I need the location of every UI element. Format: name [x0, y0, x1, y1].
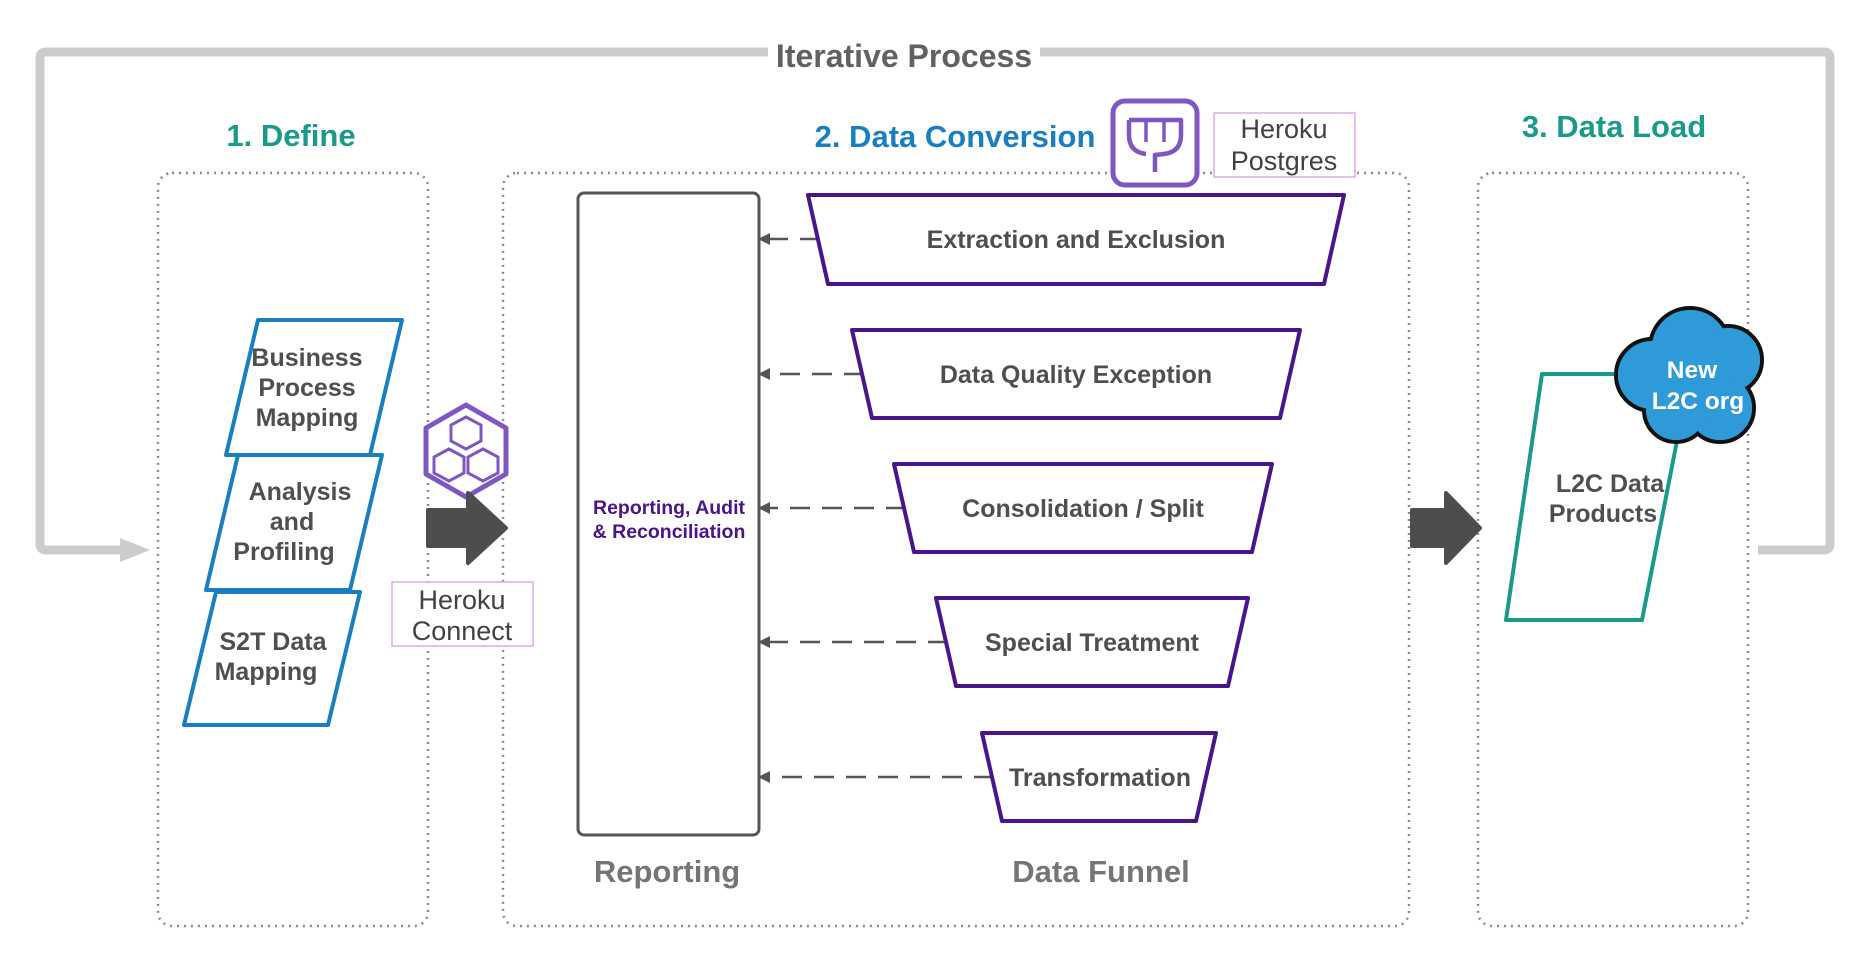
funnel-step: Data Quality Exception: [758, 328, 1302, 420]
load-container: [1476, 171, 1750, 928]
loop-title: Iterative Process: [776, 38, 1032, 74]
heroku-connect-badge: Heroku Connect: [391, 581, 534, 647]
l2c-product-label: Products: [1549, 500, 1657, 528]
l2c-data-products: L2C Data Products: [1504, 372, 1692, 622]
conversion-heading: 2. Data Conversion: [815, 119, 1096, 154]
funnel-step-label: Special Treatment: [985, 629, 1200, 657]
reporting-label: Reporting: [594, 854, 740, 889]
define-heading: 1. Define: [226, 118, 355, 153]
funnel-step-label: Data Quality Exception: [940, 361, 1212, 389]
define-to-conversion-arrow: [426, 491, 508, 565]
funnel-step: Special Treatment: [758, 596, 1250, 688]
cloud-icon: [1614, 306, 1764, 444]
define-item-label: Mapping: [256, 404, 359, 432]
loop-title-bg: [768, 30, 1040, 74]
l2c-product-label: L2C Data: [1556, 470, 1665, 498]
define-item-label: Mapping: [215, 658, 318, 686]
funnel-step-label: Transformation: [1009, 764, 1191, 792]
define-item-label: Analysis: [249, 478, 352, 506]
define-item-label: and: [270, 508, 314, 536]
funnel-step-label: Extraction and Exclusion: [927, 226, 1226, 254]
define-container: [156, 171, 430, 928]
cloud-label: L2C org: [1652, 388, 1745, 415]
funnel-step: Transformation: [758, 731, 1218, 823]
heroku-connect-label: Connect: [412, 616, 513, 646]
heroku-postgres-badge: Heroku Postgres: [1213, 112, 1356, 178]
data-funnel-label: Data Funnel: [1012, 854, 1189, 889]
reporting-audit-box: Reporting, Audit & Reconciliation: [576, 191, 761, 837]
load-heading: 3. Data Load: [1522, 109, 1706, 144]
funnel-step: Consolidation / Split: [758, 462, 1274, 554]
define-item-label: Business: [251, 344, 362, 372]
define-item-s2t-data-mapping: S2T Data Mapping: [182, 590, 362, 727]
reporting-box-label: & Reconciliation: [593, 521, 746, 543]
new-l2c-org-cloud: New L2C org: [1614, 306, 1764, 444]
reporting-box-label: Reporting, Audit: [593, 497, 746, 519]
iterative-loop: Iterative Process: [35, 30, 1835, 562]
define-item-label: Process: [258, 374, 355, 402]
define-item-label: Profiling: [233, 538, 334, 566]
heroku-postgres-label: Postgres: [1231, 146, 1338, 176]
loop-arrowhead: [120, 538, 150, 562]
heroku-connect-label: Heroku: [418, 585, 505, 615]
heroku-connect-cube-icon: [423, 402, 509, 500]
define-item-analysis-and-profiling: Analysis and Profiling: [204, 453, 384, 592]
cloud-label: New: [1667, 357, 1718, 384]
define-item-business-process-mapping: Business Process Mapping: [224, 318, 404, 457]
heroku-postgres-icon: [1110, 98, 1200, 188]
heroku-postgres-label: Heroku: [1240, 114, 1327, 144]
funnel-step-label: Consolidation / Split: [962, 495, 1204, 523]
funnel-step: Extraction and Exclusion: [758, 193, 1346, 286]
define-item-label: S2T Data: [220, 628, 328, 656]
conversion-to-load-arrow: [1410, 491, 1482, 565]
